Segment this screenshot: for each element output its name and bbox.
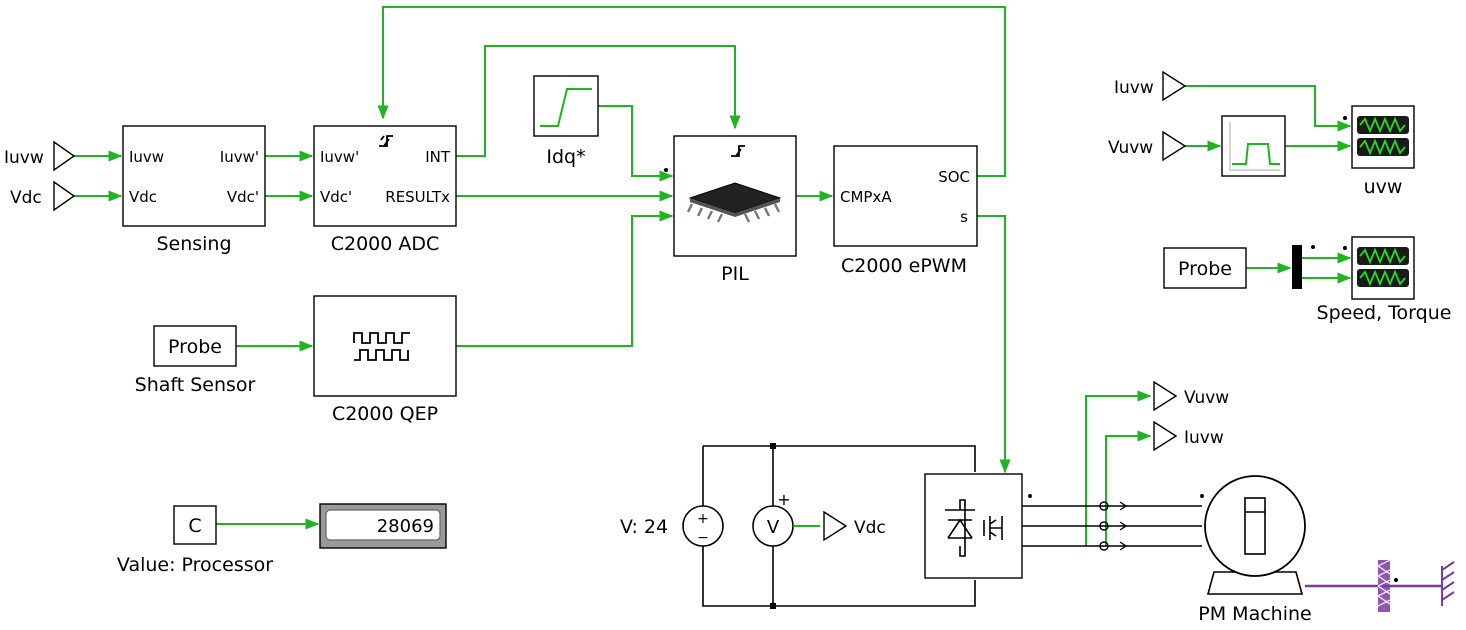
shaft-sensor-label: Shaft Sensor [135,374,256,396]
constant-label: Value: Processor [117,554,273,576]
epwm-label: C2000 ePWM [841,255,967,277]
goto-vuvw-label: Vuvw [1184,388,1229,408]
epwm-port-s: s [960,208,968,226]
qep-block[interactable] [313,295,457,397]
pm-machine-block[interactable] [1204,475,1306,595]
goto-iuvw[interactable]: Iuvw [1153,420,1224,452]
qep-label: C2000 QEP [332,403,438,425]
dc-voltage-source[interactable]: + − [682,505,724,547]
shaft-probe-block[interactable]: Probe [153,325,237,367]
constant-text: C [188,515,201,537]
adc-port-iuvw: Iuvw' [320,148,359,166]
sensing-label: Sensing [156,233,231,255]
sensing-port-iuvw: Iuvw [129,148,164,166]
from-iuvw[interactable]: Iuvw [1114,70,1187,102]
goto-vdc[interactable]: Vdc [823,510,886,542]
trigger-icon [379,135,393,147]
chip-icon [686,182,782,223]
input-port-vdc[interactable]: Vdc [10,180,76,212]
idq-step-block[interactable] [533,75,599,137]
constant-block[interactable]: C [173,505,217,545]
sensing-block[interactable]: Iuvw Vdc Iuvw' Vdc' [122,125,266,227]
voltmeter-symbol: V [767,517,780,538]
inverter-icon [945,499,1003,557]
pm-machine-label: PM Machine [1198,603,1311,625]
input-port-iuvw[interactable]: Iuvw [4,140,76,172]
from-vuvw[interactable]: Vuvw [1108,130,1187,162]
pil-block[interactable] [664,135,797,257]
probe-right-block[interactable]: Probe [1163,247,1247,289]
voltmeter[interactable]: V + [752,490,794,547]
pil-trigger-icon [731,145,745,157]
sensing-port-iuvw-out: Iuvw' [220,148,259,166]
sensing-port-vdc: Vdc [129,188,157,206]
adc-port-vdc: Vdc' [320,188,352,206]
voltmeter-plus: + [777,490,790,509]
adc-label: C2000 ADC [331,233,440,255]
dc-source-plus: + [697,511,709,527]
filter-icon [1229,122,1280,171]
dc-source-label: V: 24 [620,516,668,538]
probe-right-text: Probe [1178,258,1232,280]
scope-icon-2 [1357,247,1409,287]
motor-icon [1204,475,1306,595]
encoder-pulse-icon [353,332,410,361]
step-icon [540,88,592,127]
input-port-iuvw-label: Iuvw [4,148,44,168]
goto-iuvw-label: Iuvw [1184,428,1224,448]
display-block[interactable]: 28069 [319,503,447,549]
adc-block[interactable]: Iuvw' Vdc' INT RESULTx [313,125,457,227]
from-vuvw-label: Vuvw [1108,138,1153,158]
goto-vuvw[interactable]: Vuvw [1153,380,1229,412]
dc-source-minus: − [697,530,709,546]
ground-icon [1441,561,1455,606]
signal-wires [74,6,1352,546]
epwm-port-cmpxa: CMPxA [840,188,892,206]
electrical-wires [702,443,1204,609]
filter-block[interactable] [1221,115,1286,177]
epwm-port-soc: SOC [938,168,970,186]
scope-uvw[interactable] [1343,105,1415,169]
scope-uvw-label: uvw [1364,176,1403,198]
inverter-block[interactable] [924,473,1023,579]
shaft-probe-text: Probe [168,336,222,358]
goto-vdc-label: Vdc [854,518,886,538]
sensing-port-vdc-out: Vdc' [227,188,259,206]
pil-label: PIL [721,263,749,285]
scope-speed-label: Speed, Torque [1317,302,1452,324]
scope-icon [1357,116,1409,156]
idq-label: Idq* [546,146,585,168]
from-iuvw-label: Iuvw [1114,78,1154,98]
epwm-block[interactable]: CMPxA SOC s [833,145,978,247]
adc-port-int: INT [425,148,451,166]
input-port-vdc-label: Vdc [10,188,42,208]
demux-block[interactable] [1292,245,1315,289]
scope-speed-torque[interactable] [1343,236,1415,300]
adc-port-result: RESULTx [385,188,450,206]
display-value: 28069 [377,516,434,537]
mechanical-shaft [1305,559,1442,612]
